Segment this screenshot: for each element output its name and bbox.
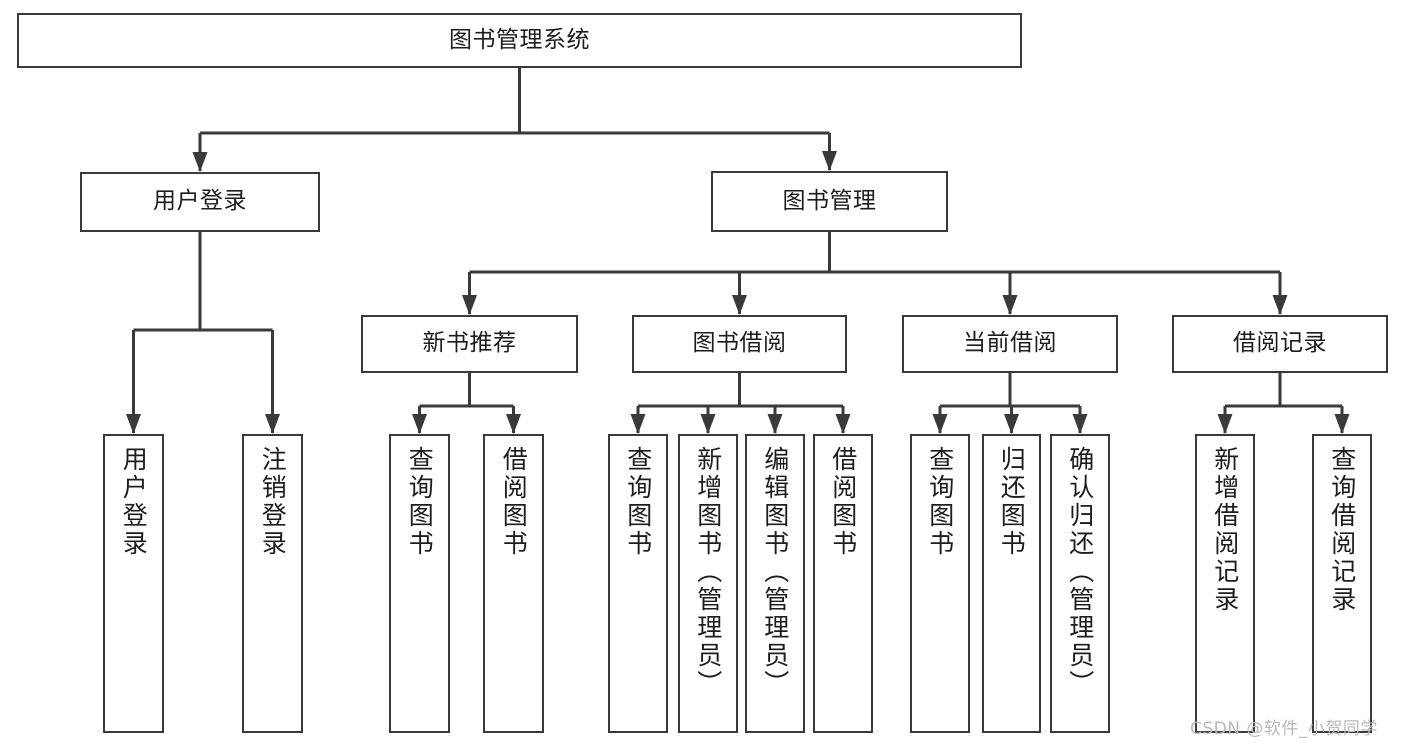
node-label: 借阅图书 (828, 446, 858, 558)
node-label: 查询图书 (405, 446, 435, 558)
node-leaf-user-login[interactable]: 用户登录 (103, 434, 164, 733)
node-leaf-logout[interactable]: 注销登录 (242, 434, 303, 733)
arrow-new-book-rec (462, 295, 477, 315)
node-leaf-add-record[interactable]: 新增借阅记录 (1195, 434, 1255, 733)
arrow-leaf-add-record (1217, 414, 1233, 434)
node-leaf-edit-book[interactable]: 编辑图书（管理员） (745, 434, 805, 733)
arrow-leaf-confirm-return (1072, 414, 1088, 434)
node-label: 查询图书 (925, 446, 955, 558)
node-label: 图书管理系统 (449, 26, 590, 53)
arrow-user-login (192, 152, 208, 172)
node-leaf-query-record[interactable]: 查询借阅记录 (1312, 434, 1372, 733)
node-book-manage[interactable]: 图书管理 (711, 171, 948, 232)
node-root[interactable]: 图书管理系统 (17, 13, 1022, 68)
arrow-leaf-borrow-book-2 (835, 414, 851, 434)
node-leaf-q-book-1[interactable]: 查询图书 (389, 434, 450, 733)
node-label: 图书管理 (782, 187, 877, 214)
node-user-login[interactable]: 用户登录 (80, 172, 320, 232)
watermark-label: CSDN @软件_小贺同学 (1190, 719, 1378, 739)
node-label: 用户登录 (119, 446, 149, 558)
arrow-leaf-q-book-1 (412, 414, 427, 434)
arrow-leaf-q-book-2 (630, 414, 646, 434)
node-leaf-add-book[interactable]: 新增图书（管理员） (678, 434, 738, 733)
arrow-leaf-return-book (1004, 414, 1019, 434)
node-label: 编辑图书（管理员） (760, 446, 790, 698)
node-leaf-return-book[interactable]: 归还图书 (982, 434, 1041, 733)
arrow-leaf-query-record (1334, 414, 1350, 434)
node-label: 借阅记录 (1233, 330, 1327, 357)
arrow-book-borrow (732, 295, 747, 315)
arrow-leaf-edit-book (767, 414, 783, 434)
node-label: 归还图书 (997, 446, 1027, 558)
node-book-borrow[interactable]: 图书借阅 (632, 315, 847, 373)
node-label: 新增借阅记录 (1210, 446, 1240, 614)
arrow-current-borrow (1002, 295, 1018, 315)
arrow-leaf-logout (265, 414, 280, 434)
node-label: 新书推荐 (422, 330, 517, 357)
node-current-borrow[interactable]: 当前借阅 (902, 315, 1118, 373)
arrow-leaf-user-login (126, 414, 141, 434)
node-leaf-borrow-book-2[interactable]: 借阅图书 (813, 434, 873, 733)
node-borrow-record[interactable]: 借阅记录 (1172, 315, 1388, 373)
node-label: 借阅图书 (499, 446, 529, 558)
node-label: 用户登录 (153, 188, 247, 215)
arrow-book-manage (822, 151, 837, 171)
node-label: 确认归还（管理员） (1065, 446, 1095, 698)
arrow-leaf-q-book-3 (932, 414, 948, 434)
node-label: 当前借阅 (963, 330, 1057, 357)
node-leaf-q-book-2[interactable]: 查询图书 (608, 434, 668, 733)
node-label: 新增图书（管理员） (693, 446, 723, 698)
node-label: 查询图书 (623, 446, 653, 558)
node-leaf-q-book-3[interactable]: 查询图书 (910, 434, 970, 733)
arrow-borrow-record (1272, 295, 1288, 315)
node-new-book-rec[interactable]: 新书推荐 (361, 315, 578, 373)
node-leaf-borrow-book-1[interactable]: 借阅图书 (483, 434, 544, 733)
arrow-leaf-add-book (700, 414, 716, 434)
node-label: 图书借阅 (692, 330, 787, 357)
arrow-leaf-borrow-book-1 (506, 414, 521, 434)
node-label: 注销登录 (258, 446, 288, 558)
node-label: 查询借阅记录 (1327, 446, 1357, 614)
node-leaf-confirm-return[interactable]: 确认归还（管理员） (1050, 434, 1110, 733)
